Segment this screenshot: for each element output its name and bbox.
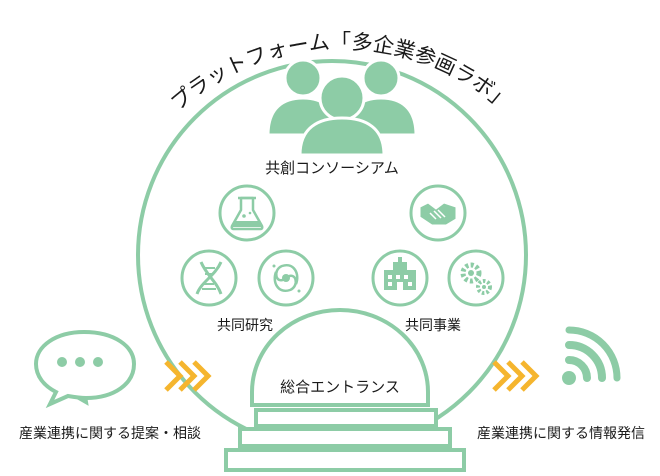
entrance-arch <box>250 308 430 407</box>
step-bottom <box>224 448 466 472</box>
chevron-arrows-icon-left <box>164 360 212 392</box>
joint-business-label: 共同事業 <box>405 318 461 334</box>
entrance-label: 総合エントランス <box>280 378 400 396</box>
chevron-arrows-icon-right <box>492 360 540 392</box>
step-middle <box>238 427 452 448</box>
people-group-icon <box>266 58 418 157</box>
gears-icon <box>447 249 505 307</box>
left-caption: 産業連携に関する提案・相談 <box>19 425 201 442</box>
handshake-icon <box>409 184 467 242</box>
chat-bubbles-icon <box>33 329 137 409</box>
galaxy-icon <box>257 249 315 307</box>
step-top <box>254 408 438 428</box>
joint-research-label: 共同研究 <box>217 318 273 334</box>
right-caption: 産業連携に関する情報発信 <box>477 426 645 442</box>
factory-building-icon <box>371 249 429 307</box>
consortium-label: 共創コンソーシアム <box>265 159 399 177</box>
dna-icon <box>180 249 238 307</box>
wifi-signal-icon <box>562 326 621 385</box>
flask-icon <box>218 184 276 242</box>
